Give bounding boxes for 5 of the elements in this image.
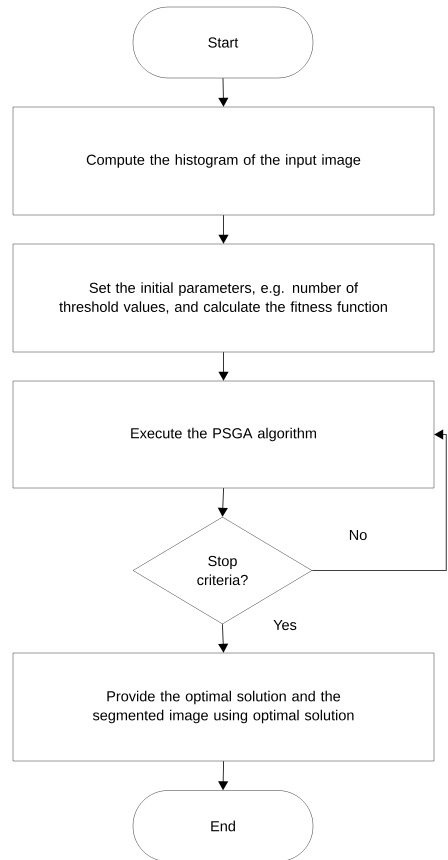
process-box: Compute the histogram of the input image [12, 106, 434, 216]
process-box: Provide the optimal solution and the segmented image using optimal solution [12, 652, 434, 762]
process-box: Execute the PSGA algorithm [12, 380, 434, 488]
edge-label: No [348, 528, 368, 542]
process-box: Set the initial parameters, e.g. number of threshold values, and calculate the fitness function [12, 244, 434, 352]
